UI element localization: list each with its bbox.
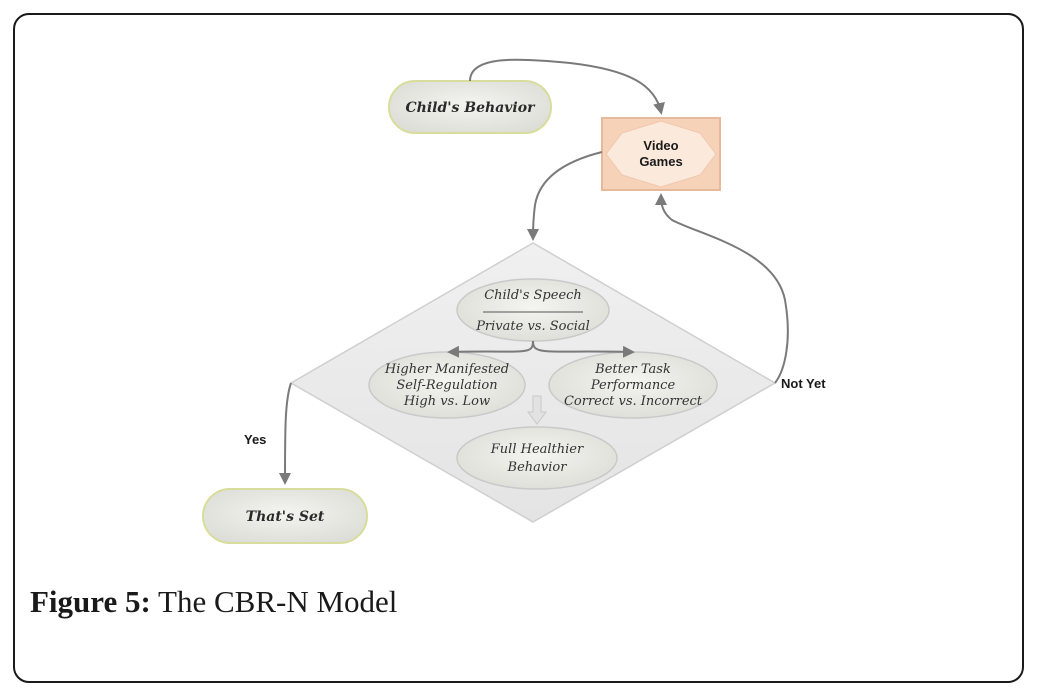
yes-label: Yes	[244, 432, 266, 447]
video-games-label-line1: Video	[643, 138, 678, 153]
figure-caption-label: Figure 5:	[30, 584, 151, 619]
full-healthier-line1: Full Healthier	[490, 442, 584, 457]
private-vs-social-label: Private vs. Social	[475, 319, 590, 334]
to-full-healthier-arrow	[527, 395, 547, 425]
speech-to-task-performance-arrow	[532, 340, 635, 358]
thats-set-node: That's Set	[202, 488, 368, 544]
self-regulation-line2: Self-Regulation	[396, 378, 497, 393]
figure-caption: Figure 5: The CBR-N Model	[30, 584, 397, 620]
not-yet-label: Not Yet	[781, 376, 826, 391]
behavior-to-video-games-arrow	[469, 58, 665, 115]
full-healthier-node: Full Healthier Behavior	[456, 426, 618, 490]
video-games-to-diamond-arrow	[527, 151, 603, 241]
self-regulation-line1: Higher Manifested	[384, 362, 509, 377]
self-regulation-line3: High vs. Low	[403, 394, 490, 409]
task-performance-node: Better Task Performance Correct vs. Inco…	[548, 351, 718, 419]
video-games-label-line2: Games	[639, 154, 682, 169]
figure-caption-text: The CBR-N Model	[150, 584, 398, 619]
task-performance-line2: Performance	[590, 378, 676, 393]
decision-diamond	[289, 242, 777, 523]
childs-speech-label: Child's Speech	[484, 288, 582, 303]
task-performance-line3: Correct vs. Incorrect	[564, 394, 703, 409]
childs-behavior-label: Child's Behavior	[406, 100, 537, 116]
childs-behavior-node: Child's Behavior	[388, 80, 552, 134]
thats-set-label: That's Set	[246, 509, 325, 525]
full-healthier-line2: Behavior	[507, 460, 568, 475]
yes-arrow	[279, 382, 292, 485]
self-regulation-node: Higher Manifested Self-Regulation High v…	[368, 351, 526, 419]
not-yet-loop-arrow	[655, 193, 789, 384]
task-performance-line1: Better Task	[594, 362, 671, 377]
video-games-node: Video Games	[601, 117, 721, 191]
childs-speech-node: Child's Speech Private vs. Social	[456, 278, 610, 342]
